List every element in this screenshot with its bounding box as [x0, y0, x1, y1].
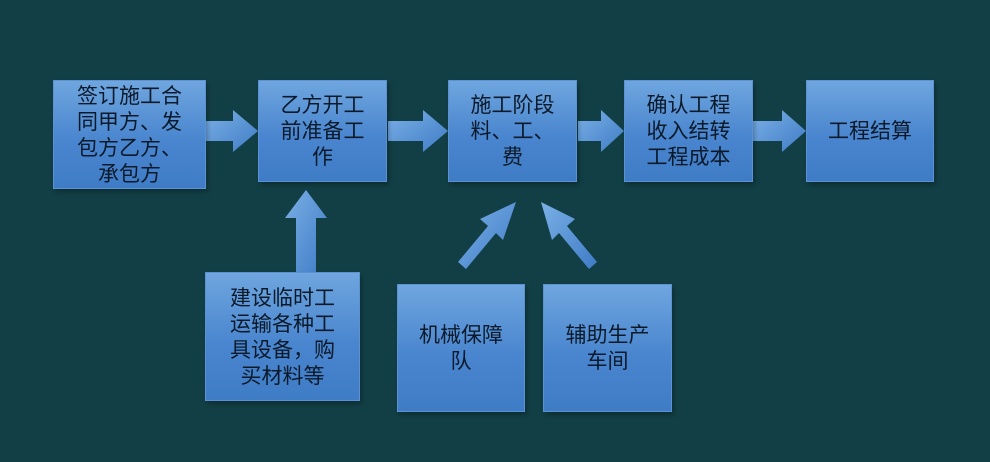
arrow-step3-to-step4	[578, 110, 624, 152]
step-sign-contract: 签订施工合 同甲方、发 包方乙方、 承包方	[53, 80, 206, 189]
input-prep-support: 建设临时工 运输各种工 具设备，购 买材料等	[205, 272, 360, 401]
step-cost-transfer: 确认工程 收入结转 工程成本	[624, 80, 753, 182]
step-preparation: 乙方开工 前准备工 作	[258, 80, 387, 182]
arrow-step4-to-step5	[753, 110, 806, 152]
step-construction: 施工阶段 料、工、 费	[448, 80, 577, 182]
arrow-aux-to-step3	[541, 202, 597, 269]
arrow-machinery-to-step3	[458, 202, 516, 269]
arrow-step2-to-step3	[388, 110, 448, 152]
arrow-step1-to-step2	[206, 110, 258, 152]
step-settlement: 工程结算	[806, 80, 934, 182]
arrow-prep-to-step2	[285, 190, 327, 272]
input-machinery-team: 机械保障 队	[397, 284, 525, 412]
input-aux-workshop: 辅助生产 车间	[543, 284, 672, 412]
